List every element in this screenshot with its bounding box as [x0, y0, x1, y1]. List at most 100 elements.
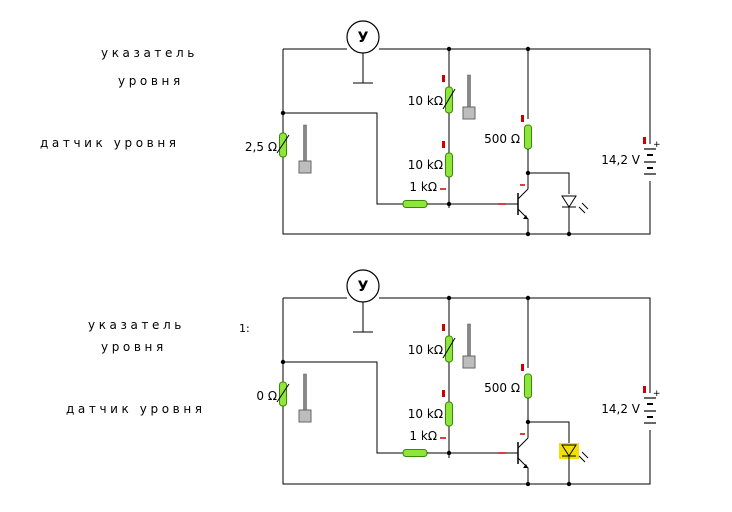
- led-ray: [578, 206, 586, 214]
- slider-knob: [462, 106, 476, 120]
- wire: [283, 361, 403, 454]
- circuit: У 0 Ω 10 kΩ 10 kΩ 1 kΩ 500 Ω +14,2 V: [256, 269, 661, 487]
- battery-icon: +: [643, 137, 661, 175]
- circuit: У 2,5 Ω 10 kΩ 10 kΩ 1 kΩ 500 Ω +14,2 V: [245, 20, 661, 237]
- collector-resistor: [524, 124, 532, 150]
- upper-pot: [445, 335, 453, 363]
- meter-icon: У: [346, 269, 380, 333]
- wire: [517, 208, 529, 234]
- indicator-caption-line2: уровня: [118, 74, 184, 88]
- indicator-caption-line2-2: уровня: [101, 340, 167, 354]
- pin-marker: [521, 364, 524, 371]
- base-resistor-value-label: 1 kΩ: [409, 180, 437, 194]
- slider-icon: [298, 373, 312, 423]
- battery-value-label: 14,2 V: [601, 153, 641, 167]
- meter-symbol: У: [358, 30, 369, 46]
- junction-dot: [280, 110, 286, 116]
- indicator-caption-line1: указатель: [101, 46, 198, 60]
- wire: [528, 421, 570, 443]
- battery-value-label: 14,2 V: [601, 402, 641, 416]
- junction-dot: [525, 231, 531, 237]
- junction-dot: [446, 201, 452, 207]
- led-diode: [561, 195, 577, 208]
- sensor-resistor: [279, 132, 287, 158]
- base-resistor: [402, 200, 428, 208]
- wire: [517, 188, 529, 200]
- slider-track: [467, 74, 471, 108]
- transistor-icon: [517, 437, 529, 484]
- wire: [379, 48, 651, 144]
- lower-resistor: [445, 152, 453, 178]
- pin-marker: [442, 141, 445, 148]
- battery-icon: +: [643, 386, 661, 424]
- junction-dot: [566, 231, 572, 237]
- slider-icon: [298, 124, 312, 174]
- wire: [282, 49, 651, 235]
- pin-marker: [643, 386, 646, 393]
- led-ray: [578, 455, 586, 463]
- wire: [517, 437, 529, 449]
- wire: [379, 297, 651, 393]
- variable-arrow: [276, 383, 290, 403]
- variable-arrow: [442, 337, 456, 359]
- led-diode: [561, 444, 577, 457]
- sensor-caption: датчик уровня: [40, 136, 180, 150]
- transistor-icon: [517, 188, 529, 234]
- junction-dot: [566, 481, 572, 487]
- wire: [517, 457, 529, 484]
- led-ray: [581, 202, 589, 210]
- slider-knob: [298, 409, 312, 423]
- junction-dot: [446, 450, 452, 456]
- upper-pot-value-label: 10 kΩ: [408, 94, 443, 108]
- collector-resistor: [524, 373, 532, 399]
- slider-knob: [462, 355, 476, 369]
- junction-dot: [525, 481, 531, 487]
- junction-dot: [525, 46, 531, 52]
- base-resistor-value-label: 1 kΩ: [409, 429, 437, 443]
- sensor-caption-2: датчик уровня: [66, 402, 206, 416]
- upper-pot-value-label: 10 kΩ: [408, 343, 443, 357]
- upper-pot: [445, 86, 453, 114]
- junction-dot: [446, 46, 452, 52]
- slider-icon: [462, 74, 476, 120]
- pin-marker: [521, 115, 524, 122]
- pin-marker: [442, 390, 445, 397]
- collector-resistor-value-label: 500 Ω: [484, 381, 520, 395]
- meter-icon: У: [346, 20, 380, 84]
- meter-symbol: У: [358, 279, 369, 295]
- variable-arrow: [442, 88, 456, 110]
- pin-marker: [643, 137, 646, 144]
- led-ray: [581, 451, 589, 459]
- lower-resistor-value-label: 10 kΩ: [408, 407, 443, 421]
- emitter-arrow: [523, 215, 528, 219]
- emitter-arrow: [523, 464, 528, 468]
- variable-arrow: [276, 134, 290, 154]
- wire: [528, 172, 570, 194]
- wire: [283, 112, 403, 205]
- junction-dot: [280, 359, 286, 365]
- slider-track: [303, 124, 307, 162]
- pin-marker: [442, 75, 445, 82]
- pin-marker: [442, 324, 445, 331]
- battery-plus: +: [653, 140, 661, 150]
- slider-track: [467, 323, 471, 357]
- battery-plus: +: [653, 389, 661, 399]
- sensor-resistor: [279, 381, 287, 407]
- led-icon: [559, 443, 589, 463]
- lower-resistor-value-label: 10 kΩ: [408, 158, 443, 172]
- slider-track: [303, 373, 307, 411]
- base-resistor: [402, 449, 428, 457]
- stray-label: 1:: [239, 322, 250, 335]
- lower-resistor: [445, 401, 453, 427]
- wire: [282, 298, 651, 485]
- indicator-caption-line1-2: указатель: [88, 318, 185, 332]
- led-icon: [561, 195, 589, 214]
- slider-knob: [298, 160, 312, 174]
- junction-dot: [525, 295, 531, 301]
- sensor-value-label: 2,5 Ω: [245, 140, 277, 154]
- sensor-value-label: 0 Ω: [256, 389, 277, 403]
- junction-dot: [446, 295, 452, 301]
- collector-resistor-value-label: 500 Ω: [484, 132, 520, 146]
